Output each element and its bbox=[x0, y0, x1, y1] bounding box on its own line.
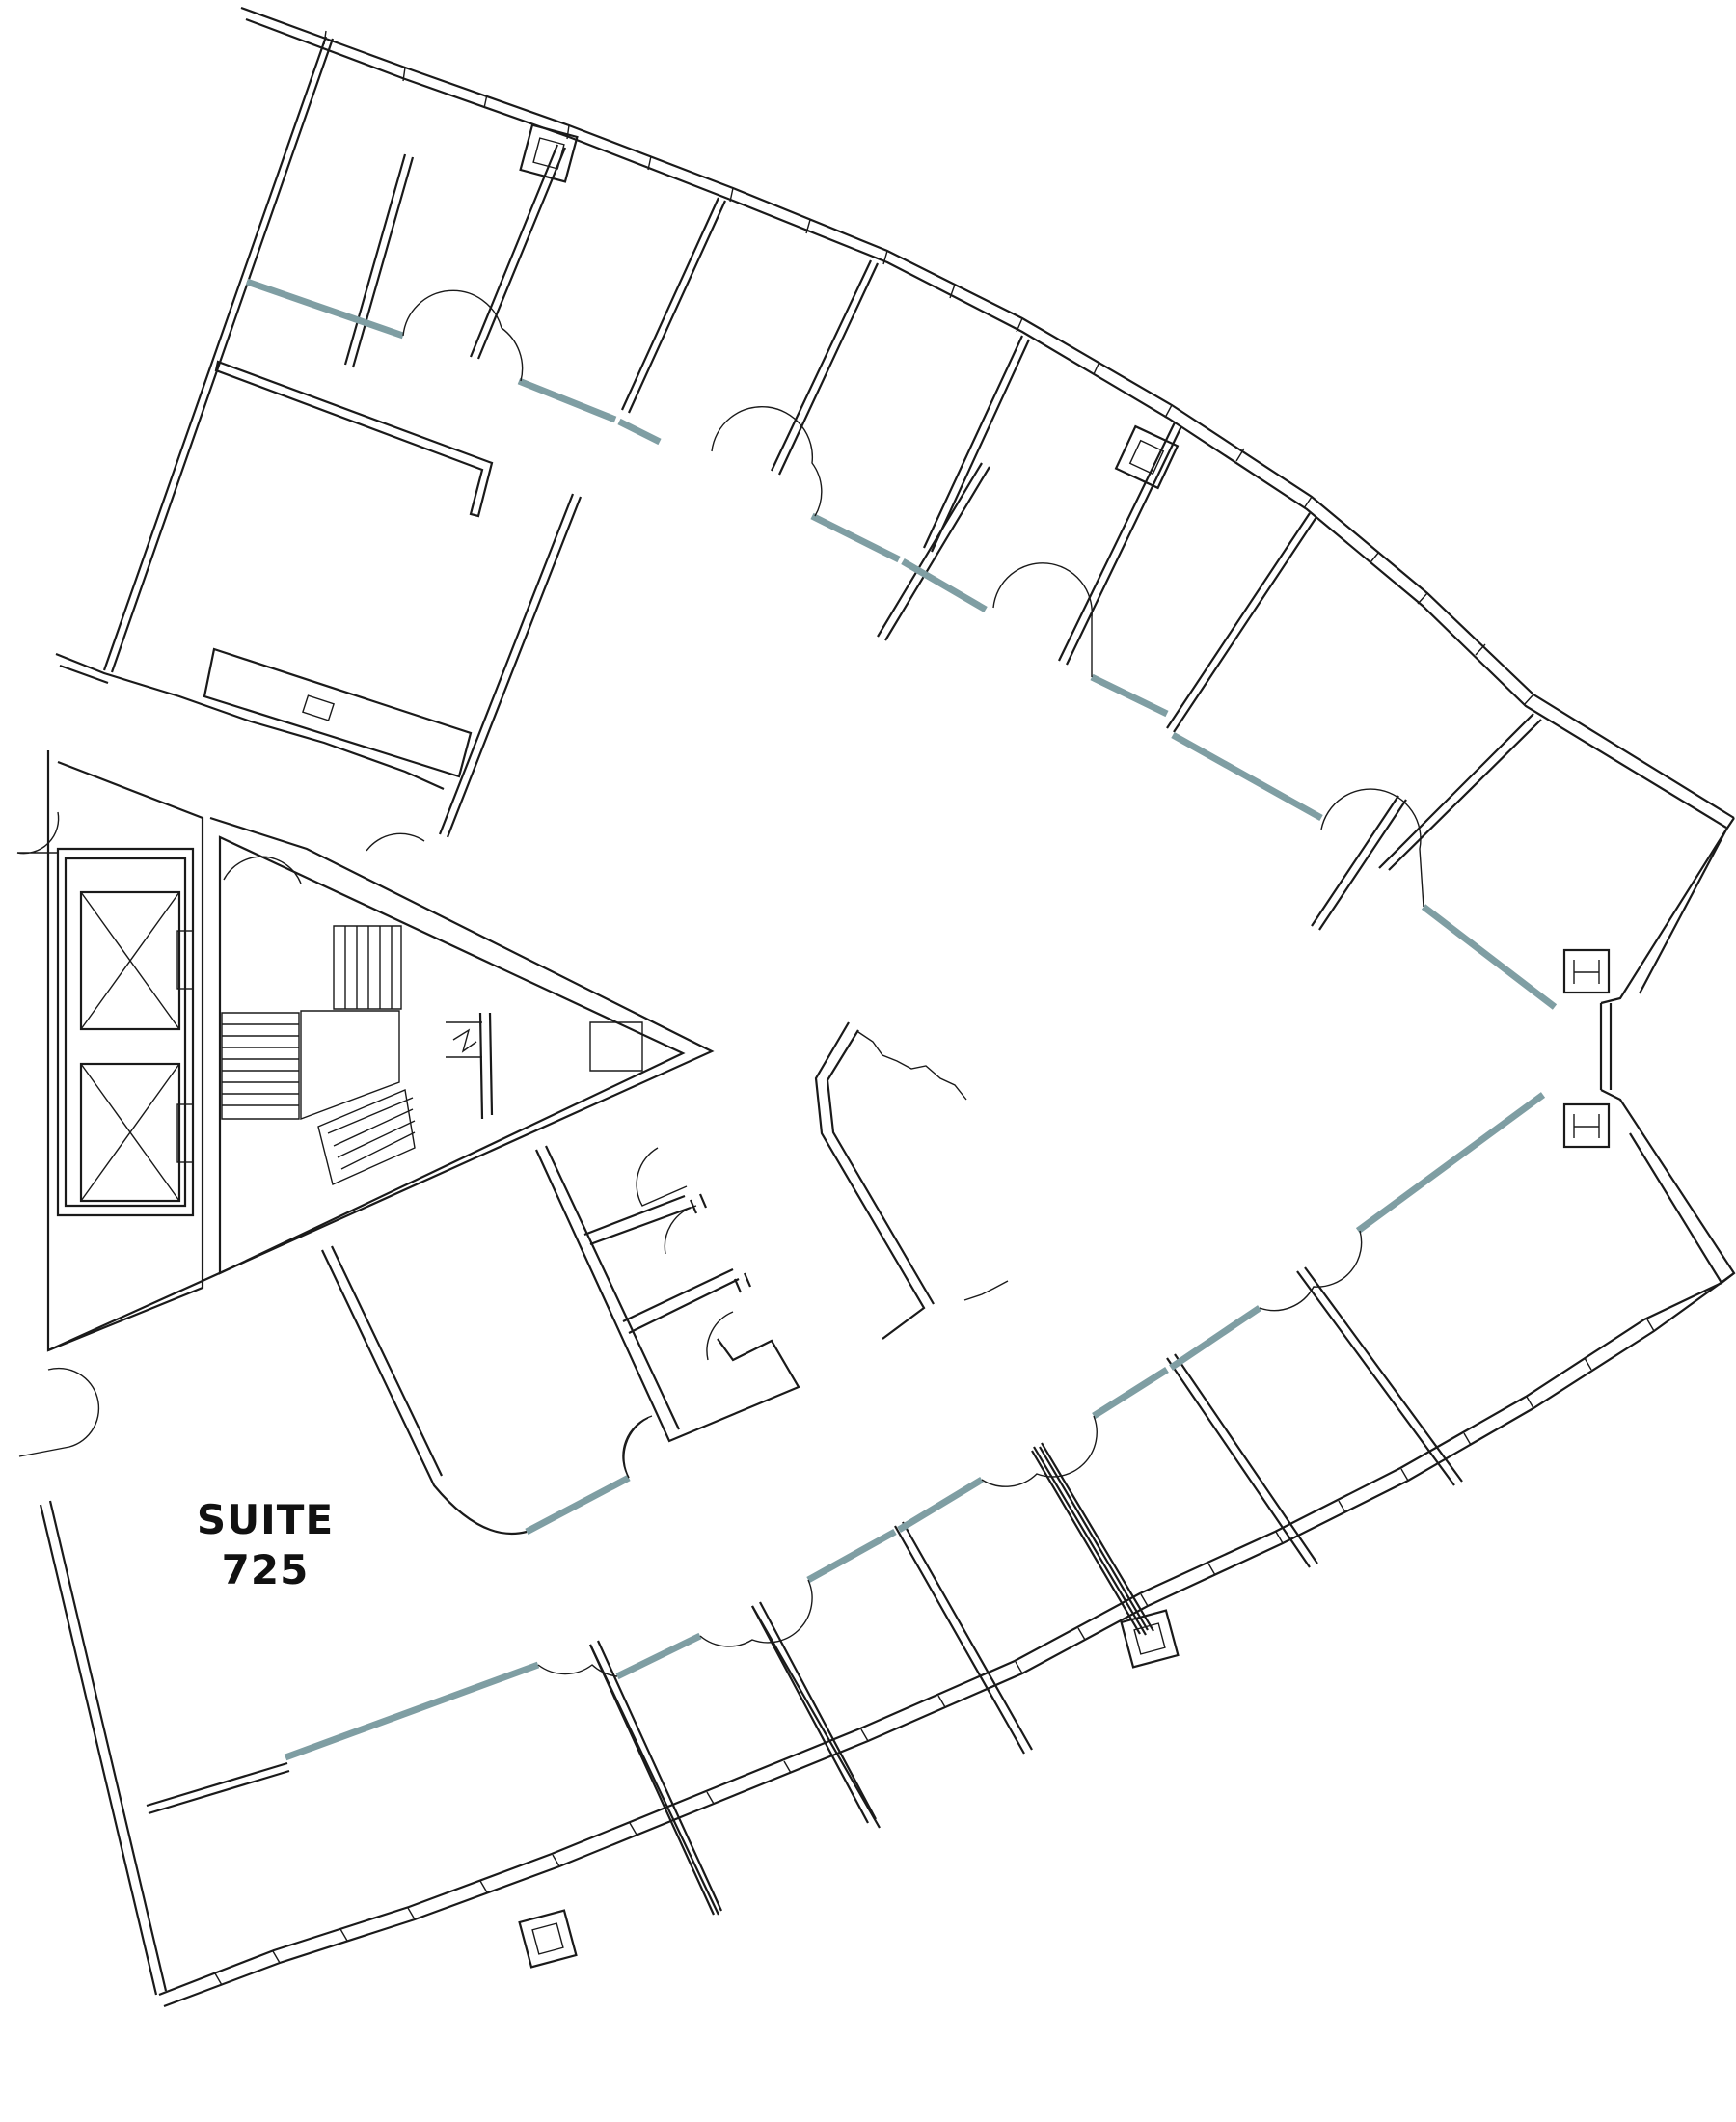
east-connector bbox=[1562, 817, 1736, 1285]
mullion-ticks bbox=[323, 30, 1534, 706]
office-divider bbox=[469, 144, 567, 360]
office-divider bbox=[588, 1640, 723, 1916]
floor-box bbox=[302, 694, 335, 721]
column-icon bbox=[1114, 424, 1180, 490]
glass-partition bbox=[901, 558, 988, 613]
glass-partition bbox=[245, 278, 405, 340]
upper-west-wall bbox=[102, 36, 335, 673]
office-divider bbox=[894, 1521, 1033, 1755]
stair-icon bbox=[221, 925, 643, 1185]
lower-exterior-wall-inner bbox=[158, 1282, 1722, 1997]
glass-partition bbox=[1090, 673, 1169, 718]
column-icon bbox=[518, 1909, 578, 1969]
office-divider bbox=[1166, 512, 1317, 733]
corridor-partition bbox=[751, 1605, 881, 1829]
glass-partition bbox=[525, 1474, 631, 1536]
office-divider bbox=[771, 259, 879, 476]
glass-partition bbox=[617, 418, 662, 446]
office-divider bbox=[620, 197, 727, 414]
glass-partition bbox=[284, 1661, 540, 1761]
corridor-partition bbox=[589, 1644, 719, 1916]
office-divider bbox=[1058, 422, 1182, 666]
office-divider bbox=[1378, 713, 1542, 871]
small-room-wall bbox=[622, 1268, 740, 1334]
elevator-cross-icon bbox=[79, 890, 181, 1031]
stair-core-inner bbox=[218, 835, 686, 1275]
storage-counter bbox=[203, 647, 473, 778]
column-icon bbox=[519, 123, 579, 183]
core-door-swings bbox=[16, 811, 425, 1457]
glass-partition bbox=[1169, 1305, 1261, 1371]
lower-wing bbox=[39, 1092, 1735, 2008]
glass-partition bbox=[1355, 1092, 1546, 1234]
glass-partition bbox=[615, 1632, 702, 1680]
glass-partitions-lower bbox=[284, 1092, 1546, 1761]
column-icon bbox=[1562, 948, 1611, 994]
small-room-wall bbox=[583, 1194, 692, 1246]
glass-partition bbox=[517, 377, 617, 423]
conference-room-wall bbox=[214, 360, 494, 518]
glass-partition bbox=[1171, 731, 1323, 822]
lower-west-wall bbox=[39, 1500, 168, 1996]
door-swings-upper bbox=[402, 289, 1424, 908]
west-stub-walls bbox=[55, 652, 445, 791]
glass-partitions-upper bbox=[245, 278, 1558, 1010]
door-swings-small-rooms bbox=[622, 1147, 734, 1479]
conference-room-east-wall bbox=[438, 493, 583, 838]
upper-exterior-wall-inner bbox=[245, 17, 1727, 829]
break-line bbox=[857, 1031, 967, 1101]
suite-label: SUITE 725 bbox=[183, 1495, 347, 1595]
office-divider bbox=[1166, 1353, 1318, 1568]
lower-exterior-wall bbox=[163, 1272, 1735, 2008]
suite-725-curved-wall bbox=[321, 1245, 528, 1536]
building-core bbox=[16, 750, 715, 1457]
glass-partition bbox=[1092, 1367, 1169, 1419]
corridor-partition bbox=[343, 153, 415, 368]
small-room-wall bbox=[534, 1145, 800, 1443]
glass-partition bbox=[897, 1477, 984, 1533]
corridor-partition bbox=[1031, 1446, 1149, 1635]
suite-label-line2: 725 bbox=[221, 1546, 310, 1593]
glass-partition bbox=[1421, 904, 1558, 1010]
stair-core-outer bbox=[47, 816, 715, 1352]
glass-partition bbox=[810, 512, 901, 563]
column-icon bbox=[1562, 1102, 1611, 1149]
suite-label-line1: SUITE bbox=[196, 1496, 335, 1543]
office-divider bbox=[146, 1761, 290, 1815]
elevator-cross-icon bbox=[79, 1062, 181, 1203]
office-divider bbox=[923, 335, 1030, 553]
corridor-partition bbox=[1311, 795, 1407, 931]
column-icon bbox=[1120, 1609, 1180, 1669]
central-corridor bbox=[321, 1021, 1009, 1536]
corridor-partition bbox=[877, 462, 990, 641]
mullion-ticks bbox=[214, 1319, 1655, 1986]
glass-partition bbox=[806, 1528, 897, 1584]
elevator-core-wall bbox=[46, 750, 204, 1352]
upper-wing bbox=[102, 6, 1735, 1010]
lobby-curved-wall bbox=[814, 1021, 935, 1340]
office-divider bbox=[1033, 1442, 1154, 1636]
door-swings-lower bbox=[537, 1230, 1363, 1677]
office-divider bbox=[1296, 1266, 1463, 1486]
break-line bbox=[963, 1280, 1009, 1301]
